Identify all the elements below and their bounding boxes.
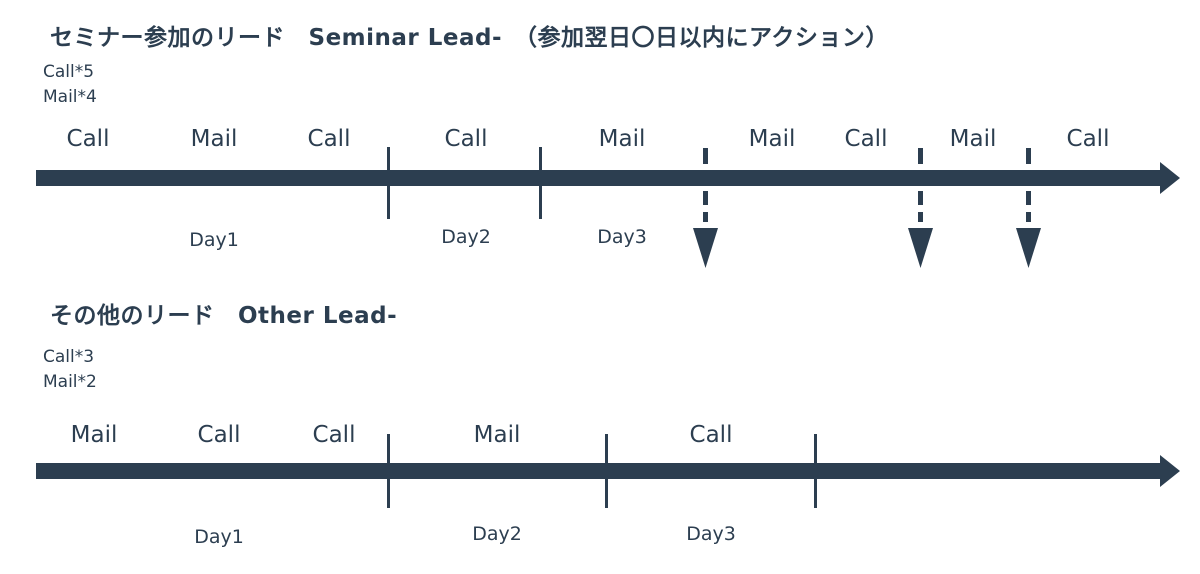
seminar-action-label: Call	[444, 126, 488, 152]
other-action-label: Mail	[70, 422, 118, 448]
seminar-day-label: Day3	[597, 226, 647, 248]
seminar-action-label: Call	[844, 126, 888, 152]
seminar-counts: Call*5 Mail*4	[43, 60, 97, 110]
other-counts: Call*3 Mail*2	[43, 345, 97, 395]
other-day-divider	[814, 434, 817, 508]
seminar-call-count: Call*5	[43, 62, 95, 82]
seminar-timeline-bar	[36, 170, 1164, 186]
seminar-mail-count: Mail*4	[43, 87, 97, 107]
other-timeline-bar	[36, 463, 1164, 479]
seminar-action-label: Mail	[949, 126, 997, 152]
seminar-day-divider	[387, 147, 390, 219]
other-day-divider	[387, 434, 390, 508]
other-timeline-arrowhead	[1160, 455, 1180, 487]
seminar-action-label: Mail	[598, 126, 646, 152]
other-day-divider	[605, 434, 608, 508]
other-action-label: Call	[689, 422, 733, 448]
other-section-title: その他のリード Other Lead-	[50, 303, 398, 329]
other-action-label: Call	[312, 422, 356, 448]
other-call-count: Call*3	[43, 347, 95, 367]
seminar-down-arrow	[908, 148, 933, 268]
seminar-action-label: Call	[66, 126, 110, 152]
seminar-action-label: Mail	[748, 126, 796, 152]
seminar-day-divider	[539, 147, 542, 219]
seminar-day-label: Day1	[189, 229, 239, 251]
seminar-action-label: Mail	[190, 126, 238, 152]
seminar-down-arrow	[693, 148, 718, 268]
seminar-day-label: Day2	[441, 226, 491, 248]
seminar-action-label: Call	[1066, 126, 1110, 152]
seminar-down-arrow	[1016, 148, 1041, 268]
seminar-section-title: セミナー参加のリード Seminar Lead- （参加翌日〇日以内にアクション…	[50, 25, 889, 51]
other-mail-count: Mail*2	[43, 372, 97, 392]
other-day-label: Day3	[686, 523, 736, 545]
other-action-label: Mail	[473, 422, 521, 448]
other-day-label: Day2	[472, 523, 522, 545]
seminar-action-label: Call	[307, 126, 351, 152]
other-day-label: Day1	[194, 526, 244, 548]
other-action-label: Call	[197, 422, 241, 448]
seminar-timeline-arrowhead	[1160, 162, 1180, 194]
